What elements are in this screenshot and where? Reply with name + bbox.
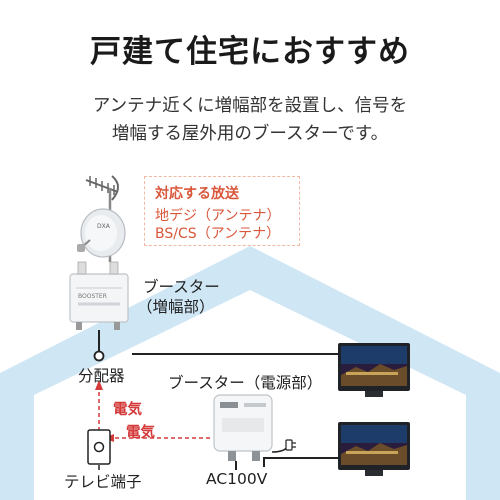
description: アンテナ近くに増幅部を設置し、信号を 増幅する屋外用のブースターです。 [0, 92, 500, 148]
svg-text:BOOSTER: BOOSTER [78, 293, 107, 300]
electricity-label-1: 電気 [113, 402, 142, 418]
satellite-dish-icon: DXA [77, 208, 126, 258]
tv-outlet-label: テレビ端子 [64, 473, 142, 491]
electricity-label-2: 電気 [126, 425, 155, 441]
booster-label-line1: ブースター [143, 278, 220, 296]
power-unit-label: ブースター（電源部） [168, 374, 323, 392]
broadcast-item-terrestrial: 地デジ（アンテナ） [155, 208, 281, 224]
tv-icon-1 [338, 343, 410, 397]
splitter-label: 分配器 [78, 367, 125, 385]
description-line-2: 増幅する屋外用のブースターです。 [111, 124, 389, 144]
tv-outlet-icon [87, 429, 111, 470]
broadcast-types-box: 対応する放送 地デジ（アンテナ） BS/CS（アンテナ） [144, 176, 300, 246]
broadcast-title: 対応する放送 [155, 186, 239, 202]
power-unit-icon [213, 394, 273, 461]
broadcast-item-satellite: BS/CS（アンテナ） [155, 226, 281, 242]
svg-text:DXA: DXA [97, 223, 111, 230]
description-line-1: アンテナ近くに増幅部を設置し、信号を [92, 96, 408, 116]
booster-amplifier-icon: BOOSTER [69, 261, 129, 330]
booster-label-line2: （増幅部） [137, 298, 215, 316]
splitter-node [93, 350, 105, 362]
page-title: 戸建て住宅におすすめ [90, 34, 410, 70]
tv-icon-2 [338, 422, 410, 476]
ac-label: AC100V [206, 470, 268, 488]
